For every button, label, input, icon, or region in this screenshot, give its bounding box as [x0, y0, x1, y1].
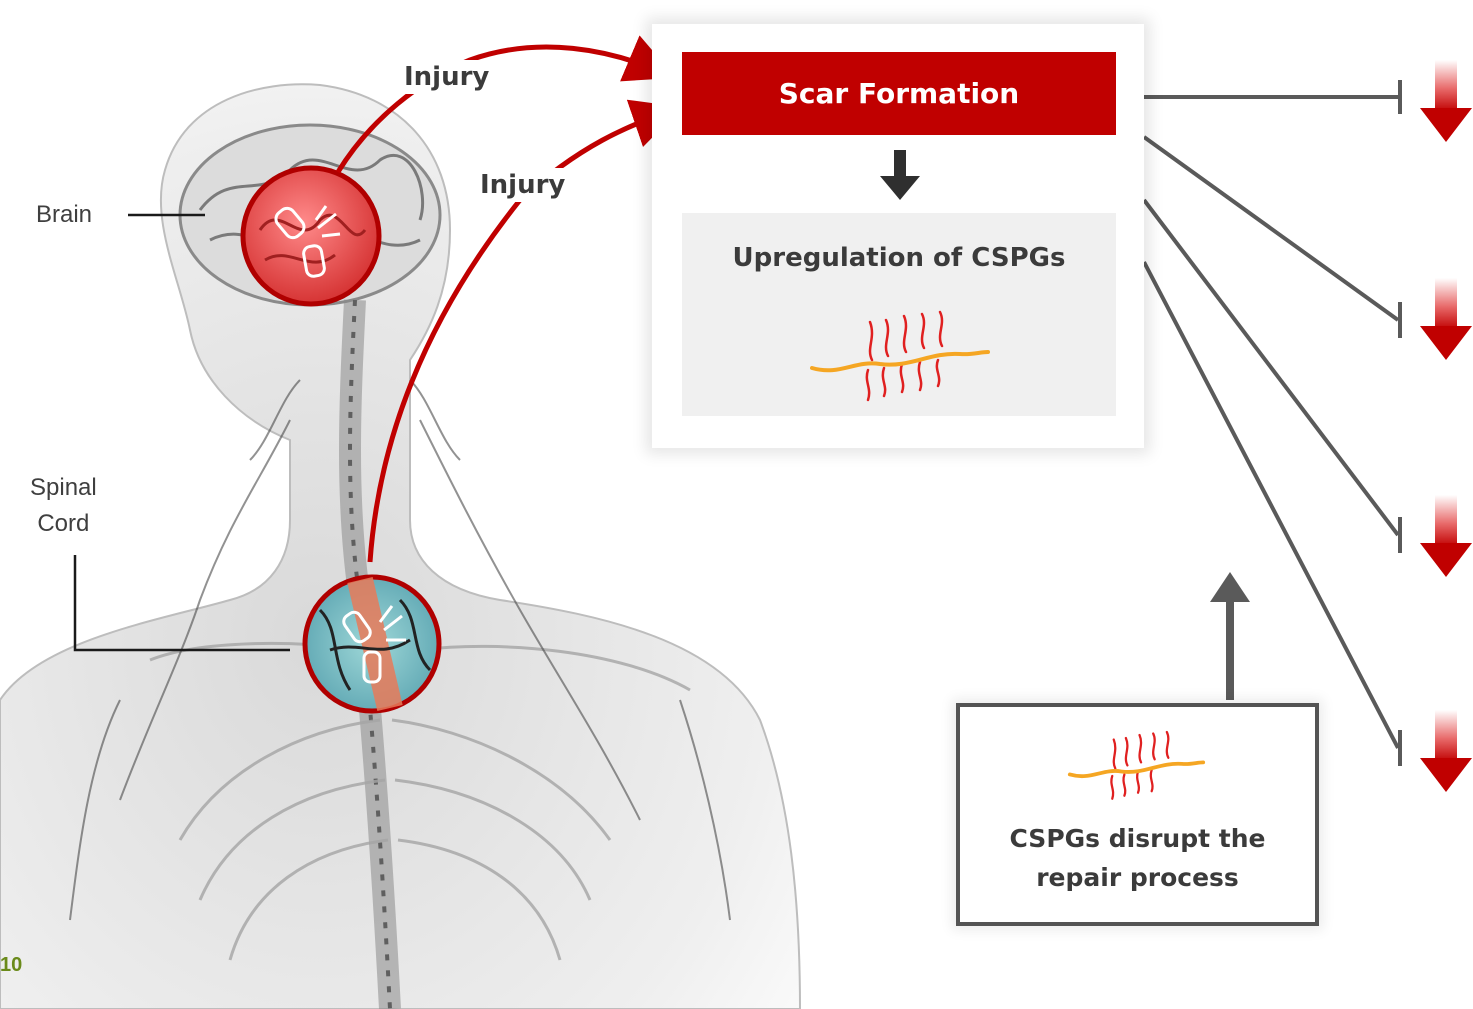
upregulation-box: Upregulation of CSPGs: [682, 213, 1116, 416]
cspg-molecule-icon-small: [1064, 729, 1209, 801]
red-down-arrow-icon-2: [1418, 278, 1473, 362]
brain-label: Brain: [36, 197, 92, 233]
red-down-arrow-icon-4: [1418, 710, 1473, 794]
cspg-disrupt-box: CSPGs disrupt the repair process: [956, 703, 1319, 926]
injury-label-brain: Injury: [394, 60, 499, 94]
spine-injury-icon: [305, 577, 439, 711]
inhibit-line-4: [1144, 262, 1398, 748]
down-arrow-icon: [874, 150, 926, 202]
inhibit-line-3: [1144, 200, 1398, 535]
cspg-molecule-icon: [810, 308, 990, 403]
scar-formation-label: Scar Formation: [779, 77, 1019, 110]
red-down-arrow-icon-3: [1418, 495, 1473, 579]
brain-injury-icon: [243, 168, 379, 304]
spinal-cord-label: Spinal Cord: [30, 470, 97, 542]
inhibit-line-2: [1144, 137, 1398, 320]
page-number: 10: [0, 954, 22, 977]
red-down-arrow-icon-1: [1418, 60, 1473, 144]
scar-formation-box: Scar Formation: [682, 52, 1116, 135]
upregulation-label: Upregulation of CSPGs: [682, 243, 1116, 273]
cspg-disrupt-label: CSPGs disrupt the repair process: [960, 819, 1315, 897]
feedback-arrow-head: [1210, 572, 1250, 602]
injury-label-spine: Injury: [470, 168, 575, 202]
